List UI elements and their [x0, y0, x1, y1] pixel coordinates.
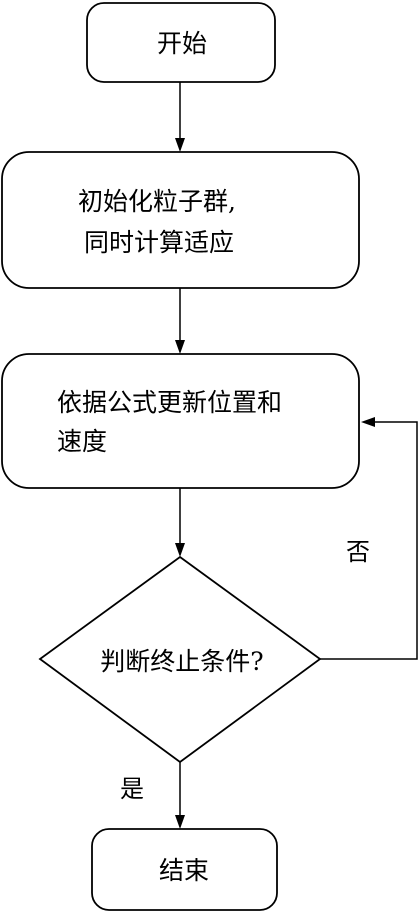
init-node: 初始化粒子群, 同时计算适应 — [1, 151, 360, 289]
init-node-line1: 初始化粒子群, — [78, 187, 236, 216]
arrowhead-init-to-update — [175, 340, 185, 354]
init-node-shape — [1, 151, 360, 289]
arrowhead-decision-to-end — [175, 815, 185, 829]
end-node: 结束 — [91, 828, 278, 911]
connector-loop-back — [320, 421, 418, 660]
init-node-line2: 同时计算适应 — [84, 228, 234, 257]
start-node: 开始 — [86, 2, 276, 83]
arrowhead-loop-back — [361, 417, 375, 427]
decision-node-label: 判断终止条件? — [100, 647, 263, 676]
arrowhead-start-to-init — [175, 138, 185, 152]
end-node-shape — [91, 828, 278, 911]
update-node-shape — [1, 353, 360, 489]
decision-node-shape — [38, 555, 322, 764]
end-node-label: 结束 — [159, 856, 209, 885]
update-node: 依据公式更新位置和 速度 — [1, 353, 360, 489]
connectors — [175, 82, 418, 829]
update-node-line1: 依据公式更新位置和 — [57, 388, 282, 417]
branch-label-yes: 是 — [120, 775, 144, 803]
start-node-shape — [86, 2, 276, 83]
branch-label-no: 否 — [346, 538, 370, 566]
start-node-label: 开始 — [157, 29, 207, 58]
decision-node: 判断终止条件? — [38, 555, 322, 764]
update-node-line2: 速度 — [57, 427, 107, 456]
arrowhead-update-to-decision — [175, 543, 185, 557]
